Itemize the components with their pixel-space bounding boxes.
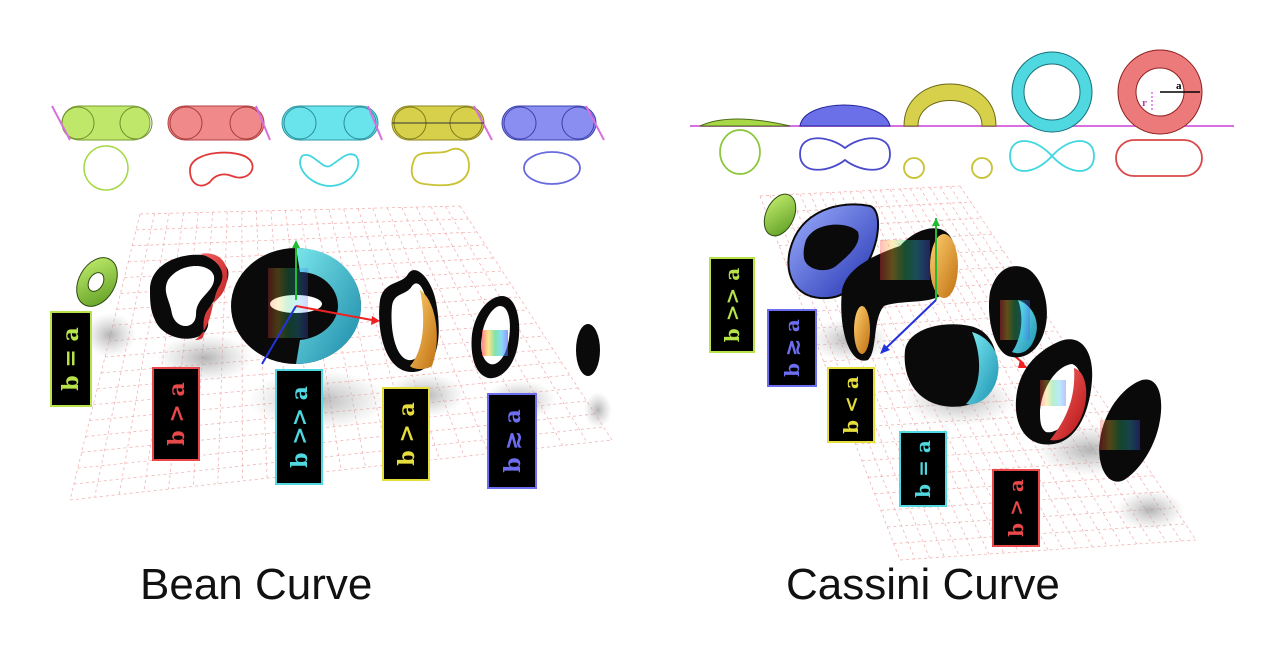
cassini-section-5: a r [1117,49,1203,135]
cassini-profile-2 [799,137,891,171]
bean-profile-4 [410,147,470,187]
cassini-profile-row [719,129,1203,179]
bean-profile-row [83,145,581,191]
bean-label-text-2: b > a [164,382,190,445]
bean-cylinder-3 [281,105,383,141]
bean-cylinder-5 [501,105,605,141]
grid-line [108,309,528,342]
bean-solid-1 [76,257,118,307]
bean-profile-3 [299,153,360,187]
bean-label-text-4: b > a [394,402,420,465]
bean-profile-5 [523,151,581,185]
cassini-section-4 [1011,51,1093,133]
grid-line [136,218,469,231]
bean-label-box-2: b > a [152,367,200,461]
bean-cylinder-row [51,105,605,141]
cassini-label-box-1: b >> a [709,257,755,353]
dimension-label-outer: a [1176,80,1182,92]
cassini-solid-1 [763,193,797,237]
cassini-profile-4 [1009,140,1095,172]
grid-line [769,195,916,560]
bean-curve-caption: Bean Curve [140,560,373,609]
grid-line [445,206,588,443]
bean-label-text-5: b ≳ a [500,409,526,472]
cassini-profile-3 [903,157,993,179]
cassini-solid-3 [841,218,958,361]
dimension-label-inner: r [1142,97,1147,109]
bean-cylinder-4 [391,105,493,141]
cassini-profile-1 [719,129,761,175]
grid-line [899,539,1197,561]
bean-label-box-5: b ≳ a [487,393,537,489]
bean-label-text-3: b >> a [287,386,313,468]
grid-line [139,205,461,215]
cassini-solid-7 [1099,379,1162,482]
cassini-label-box-5: b > a [992,469,1040,547]
grid-line [132,231,477,247]
cassini-label-boxes: b >> a b ≳ a b < a b = a b > a [709,257,1040,547]
cassini-label-box-2: b ≳ a [767,309,817,387]
cassini-label-text-5: b > a [1004,479,1028,537]
cassini-profile-5 [1115,139,1203,177]
bean-label-text-1: b = a [58,327,84,390]
bean-solid-6 [576,324,600,376]
grid-line [120,270,503,294]
bean-cylinder-1 [51,105,153,141]
grid-line [880,491,1164,511]
bean-solid-2 [150,253,229,340]
bean-label-box-1: b = a [50,311,92,407]
grid-line [73,426,604,485]
bean-profile-2 [189,151,254,187]
cassini-label-text-2: b ≳ a [780,319,804,377]
cassini-label-text-3: b < a [839,376,863,434]
bean-solid-5 [471,296,520,379]
cassini-section-3 [903,83,997,127]
grid-line [357,208,440,460]
grid-line [69,439,613,501]
cassini-curve-caption: Cassini Curve [786,560,1060,609]
bean-label-box-3: b >> a [275,369,323,485]
bean-label-box-4: b > a [382,387,430,481]
grid-line [97,348,553,390]
grid-line [929,187,1152,544]
cassini-label-box-4: b = a [899,431,947,507]
bean-label-boxes: b = a b > a b >> a b > a b ≳ a [50,311,537,489]
cassini-solid-6 [1015,339,1093,445]
cassini-section-row: a r [690,49,1234,135]
bean-profile-1 [83,145,129,191]
bean-solid-3-torus [231,240,380,365]
cassini-section-1 [699,118,791,127]
bean-solid-4 [379,270,439,372]
cassini-label-text-4: b = a [911,440,935,498]
cassini-label-box-3: b < a [827,367,875,443]
bean-cylinder-2 [167,105,271,141]
cassini-section-2 [799,104,891,127]
cassini-label-text-1: b >> a [720,268,744,342]
cassini-solid-5 [988,266,1047,358]
